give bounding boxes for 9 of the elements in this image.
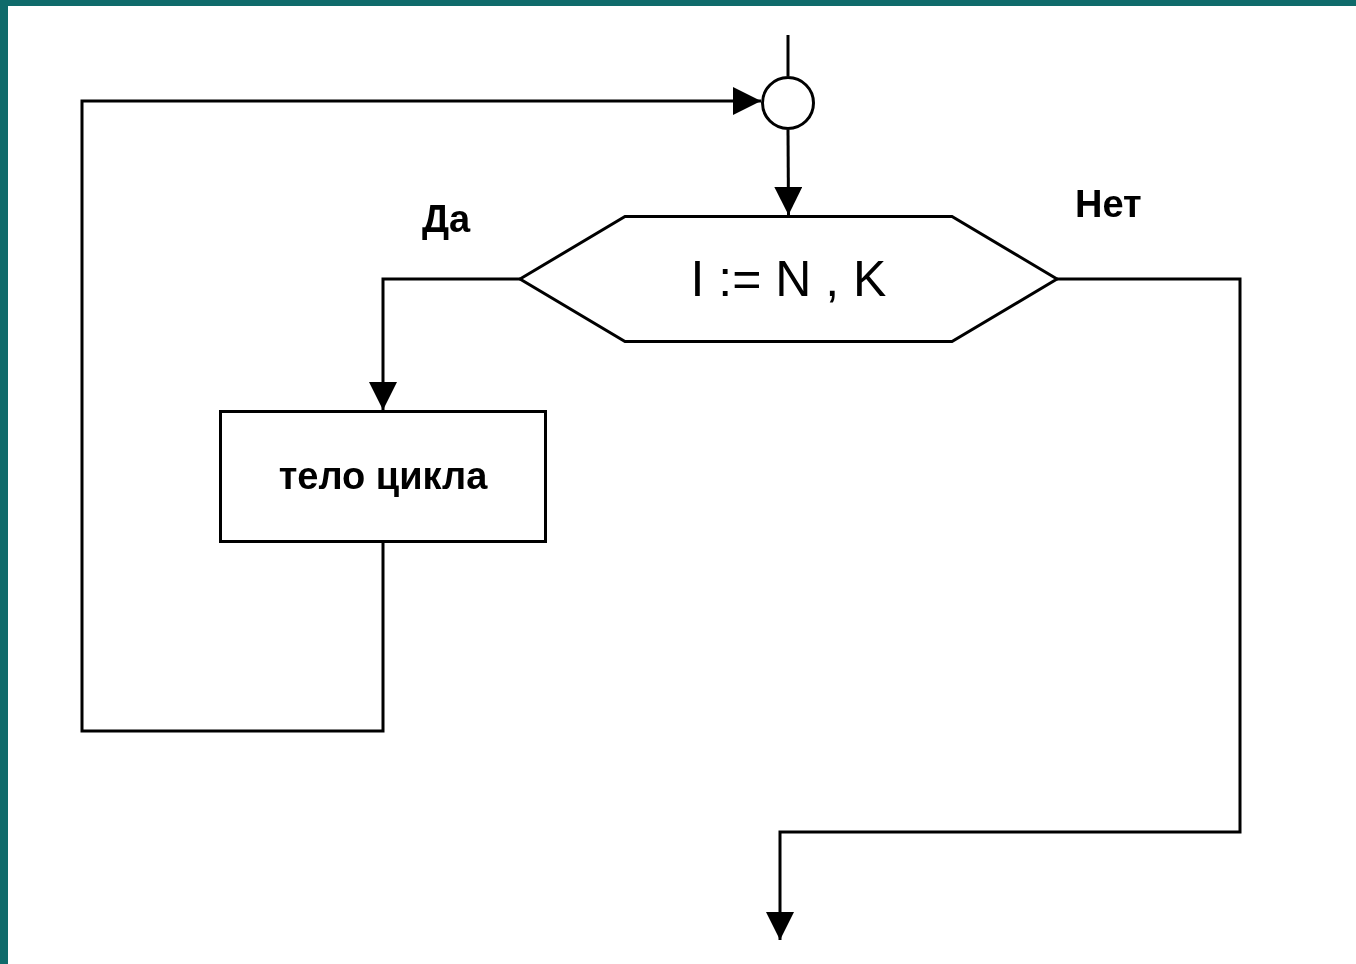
connector-circle	[761, 76, 815, 130]
process-box	[219, 410, 547, 543]
arrow	[774, 130, 803, 215]
loop-condition: I := N , K	[690, 250, 887, 308]
loop-hexagon	[520, 215, 1057, 343]
process-text: тело цикла	[278, 455, 488, 498]
arrow	[80, 87, 761, 733]
arrow	[766, 277, 1242, 940]
arrow	[369, 277, 520, 410]
